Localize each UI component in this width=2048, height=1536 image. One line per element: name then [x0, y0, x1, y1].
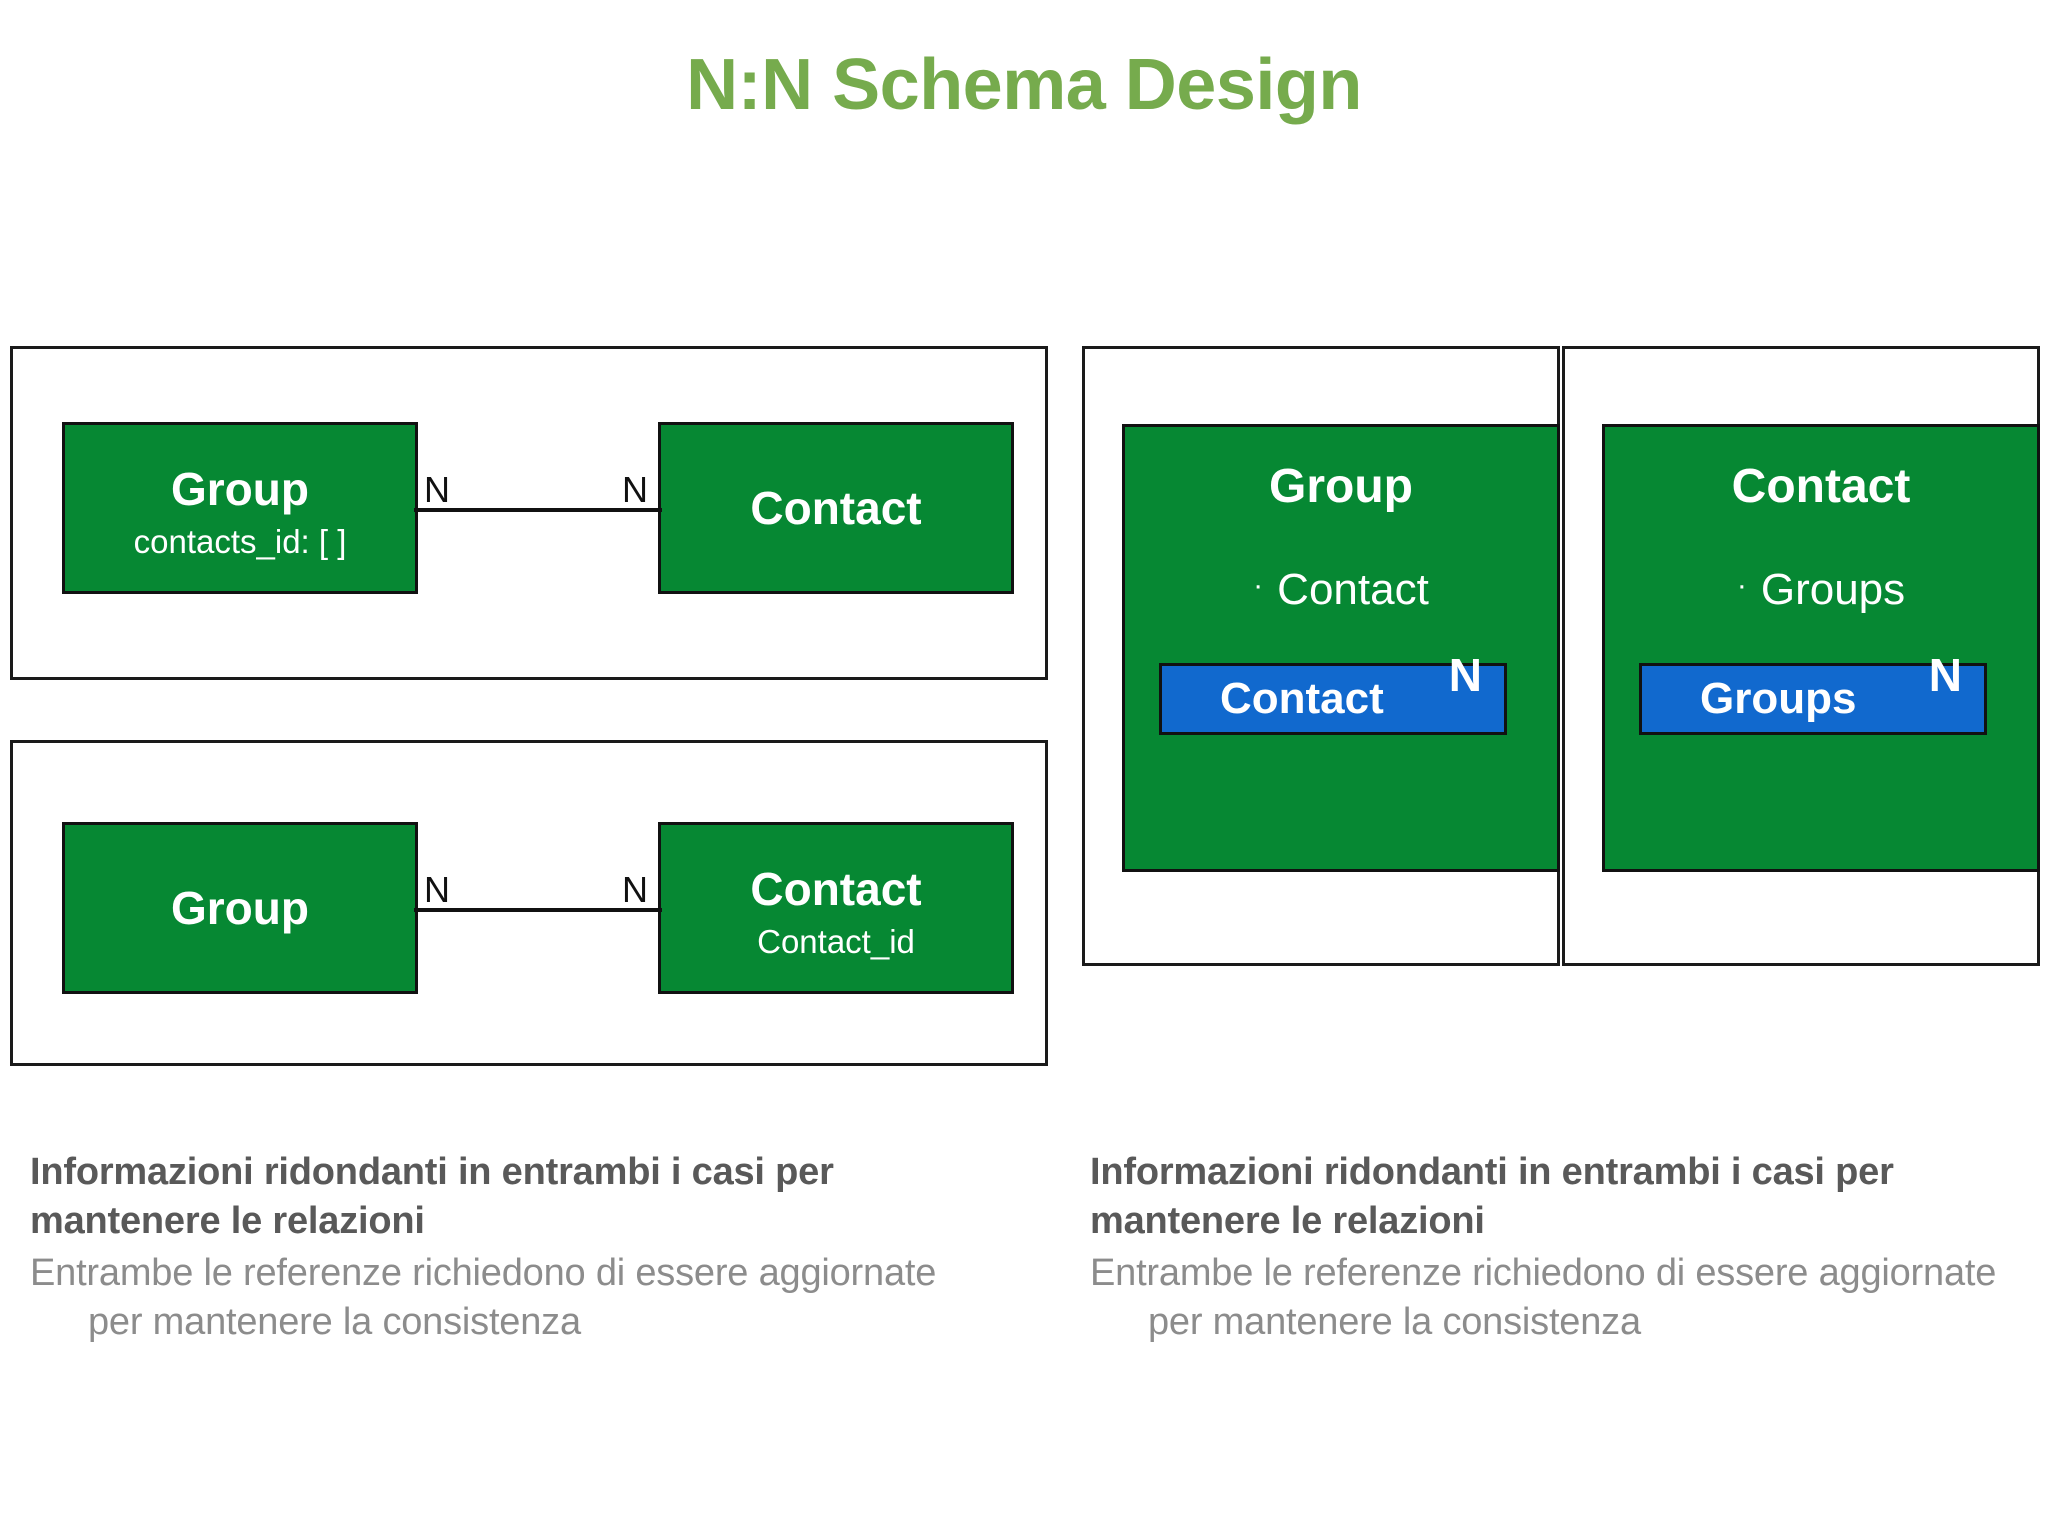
document-title: Contact [1731, 460, 1911, 513]
relationship-line-b [414, 908, 662, 912]
document-field-name: Contact [1277, 565, 1429, 614]
caption-body: Entrambe le referenze richiedono di esse… [1090, 1249, 2048, 1346]
caption-body-line1: Entrambe le referenze richiedono di esse… [30, 1252, 937, 1295]
caption-body-line2: per mantenere la consistenza [1148, 1300, 1641, 1343]
entity-title: Group [171, 463, 309, 516]
caption-body-line2: per mantenere la consistenza [88, 1300, 581, 1343]
bullet-icon: · [1736, 569, 1747, 602]
document-field-row: · Contact [1125, 565, 1557, 615]
entity-contact-a: Contact [658, 422, 1014, 594]
cardinality-label-b-left: N [424, 869, 450, 910]
reference-cardinality: N [1448, 649, 1482, 701]
entity-group-b: Group [62, 822, 418, 994]
entity-group-a: Group contacts_id: [ ] [62, 422, 418, 594]
page-title: N:N Schema Design [686, 45, 1362, 125]
caption-heading: Informazioni ridondanti in entrambi i ca… [1090, 1151, 1894, 1242]
reference-box-contact: Contact N [1159, 652, 1507, 735]
caption-left: Informazioni ridondanti in entrambi i ca… [30, 1148, 990, 1347]
document-group: Group · Contact Contact N [1122, 424, 1560, 872]
document-contact: Contact · Groups Groups N [1602, 424, 2040, 872]
bullet-icon: · [1253, 569, 1264, 602]
cardinality-label-a-right: N [622, 469, 648, 510]
caption-right: Informazioni ridondanti in entrambi i ca… [1090, 1148, 2048, 1347]
reference-label: Groups [1700, 674, 1857, 723]
document-field-row: · Groups [1605, 565, 2037, 615]
entity-subtitle: Contact_id [757, 922, 915, 960]
caption-heading: Informazioni ridondanti in entrambi i ca… [30, 1151, 834, 1242]
document-title: Group [1269, 460, 1413, 513]
cardinality-label-b-right: N [622, 869, 648, 910]
entity-title: Contact [750, 481, 922, 534]
caption-body: Entrambe le referenze richiedono di esse… [30, 1249, 990, 1346]
cardinality-label-a-left: N [424, 469, 450, 510]
entity-subtitle: contacts_id: [ ] [133, 522, 347, 560]
relationship-line-a [414, 508, 662, 512]
entity-contact-b: Contact Contact_id [658, 822, 1014, 994]
entity-title: Group [171, 881, 309, 934]
caption-body-line1: Entrambe le referenze richiedono di esse… [1090, 1252, 1997, 1295]
reference-box-groups: Groups N [1639, 652, 1987, 735]
reference-label: Contact [1220, 674, 1384, 723]
entity-title: Contact [750, 863, 922, 916]
document-field-name: Groups [1760, 565, 1906, 614]
reference-cardinality: N [1928, 649, 1962, 701]
